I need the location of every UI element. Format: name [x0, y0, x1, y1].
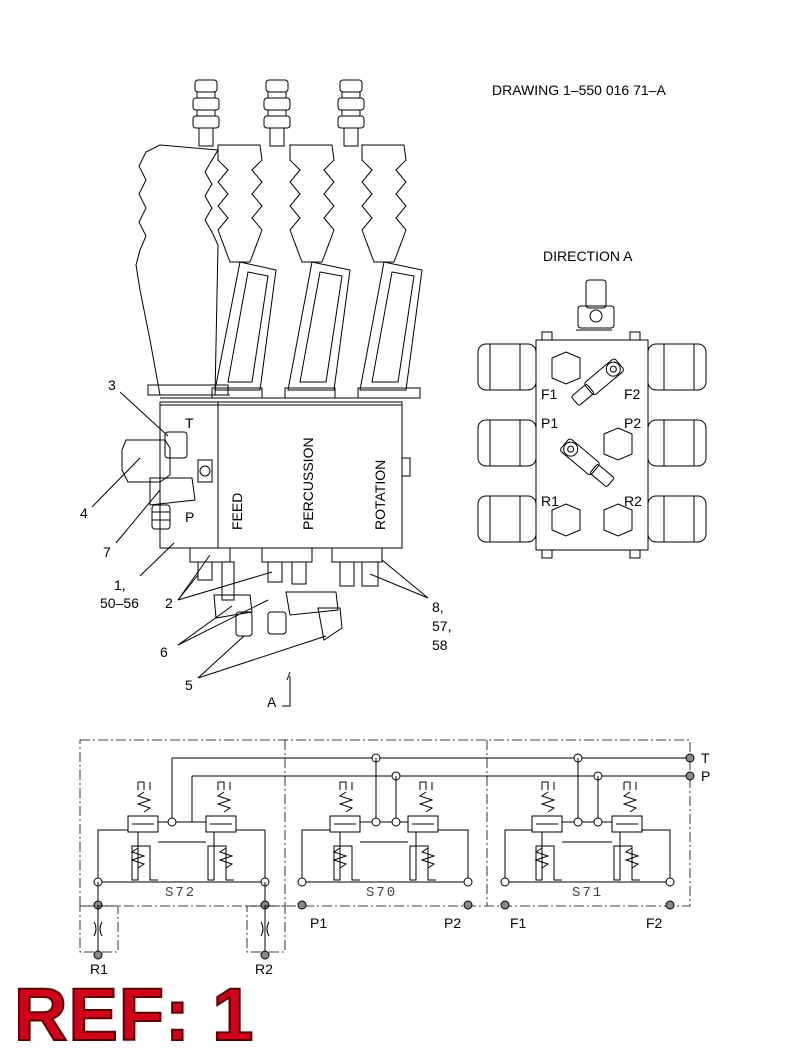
lever-rotation [337, 79, 423, 391]
valve-label-s70: S70 [366, 885, 397, 901]
dir-port-f1: F1 [541, 386, 558, 402]
bottom-fittings [189, 547, 383, 641]
schematic-label-t: T [701, 750, 710, 766]
section-label-percussion: PERCUSSION [300, 437, 316, 530]
dir-port-p1: P1 [541, 415, 558, 431]
schematic-port-r1: R1 [90, 961, 108, 977]
valve-section-s72: S72 [93, 781, 270, 905]
dir-port-r1: R1 [541, 493, 559, 509]
valve-label-s71: S71 [572, 885, 603, 901]
callout-5: 5 [185, 677, 193, 693]
callout-2: 2 [165, 595, 173, 611]
drawing-number: DRAWING 1–550 016 71–A [492, 82, 666, 98]
reference-label: REF: 1 [13, 973, 255, 1056]
callout-8-line2: 57, [432, 618, 451, 634]
callout-4: 4 [80, 505, 88, 521]
direction-title: DIRECTION A [543, 248, 633, 264]
valve-section-s71: S71 [500, 781, 675, 901]
schematic-label-p: P [701, 768, 710, 784]
port-label-t: T [185, 415, 194, 431]
direction-a-view: DIRECTION A [477, 248, 707, 559]
dir-port-f2: F2 [624, 386, 641, 402]
view-a-label: A [267, 694, 277, 710]
schematic-port-f1: F1 [510, 915, 527, 931]
callout-6: 6 [160, 644, 168, 660]
leader-lines [91, 391, 429, 707]
dir-port-r2: R2 [624, 493, 642, 509]
left-bellows-boot [135, 144, 219, 396]
callout-1-line2: 50–56 [100, 595, 139, 611]
callout-3: 3 [108, 377, 116, 393]
port-label-p: P [185, 509, 194, 525]
callout-7: 7 [103, 544, 111, 560]
schematic-port-p1: P1 [310, 915, 327, 931]
callout-1-line1: 1, [114, 577, 126, 593]
schematic-node-t [685, 753, 695, 763]
callout-8-line1: 8, [432, 599, 444, 615]
schematic-node-p [685, 771, 695, 781]
hydraulic-schematic: T P [79, 739, 710, 977]
schematic-port-f2: F2 [646, 915, 663, 931]
lever-feed [192, 79, 277, 391]
lever-percussion [263, 79, 351, 391]
valve-label-s72: S72 [165, 885, 196, 901]
callout-8-line3: 58 [432, 637, 448, 653]
valve-assembly: T P FEED PERCUSSION ROTATION [80, 79, 451, 710]
valve-section-s70: S70 [297, 781, 473, 901]
schematic-port-p2: P2 [444, 915, 461, 931]
dir-port-p2: P2 [624, 415, 641, 431]
schematic-port-r2: R2 [255, 961, 273, 977]
valve-body [159, 401, 403, 549]
section-label-rotation: ROTATION [372, 460, 388, 530]
direction-body [535, 339, 649, 551]
section-label-feed: FEED [229, 493, 245, 530]
